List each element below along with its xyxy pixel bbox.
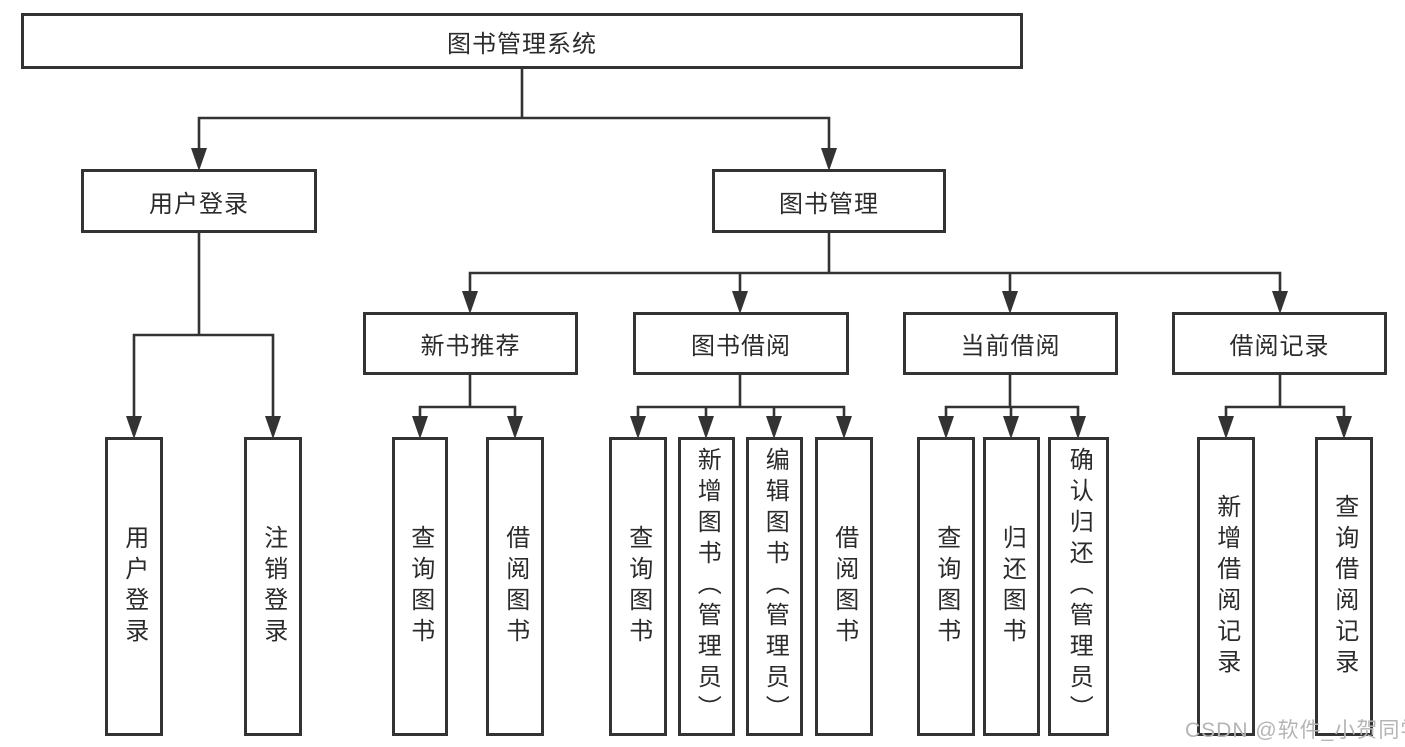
node-label: 新书推荐 [420,333,521,360]
node-label: 注销登录 [259,524,287,649]
node-cb-confirm-return-admin: 确认归还（管理员） [1048,437,1109,736]
node-label: 查询借阅记录 [1330,493,1358,680]
node-cb-query-books: 查询图书 [917,437,975,736]
node-label: 借阅图书 [830,524,858,649]
arrowhead-icon [507,416,523,439]
node-borrowing-records: 借阅记录 [1172,312,1387,375]
connector-user-login [132,231,275,422]
arrowhead-icon [1003,416,1019,439]
node-logout-action: 注销登录 [244,437,302,736]
node-label: 查询图书 [932,524,960,649]
node-label: 归还图书 [998,524,1026,649]
node-label: 借阅记录 [1229,333,1330,360]
connector-book-management [468,231,1282,298]
node-cb-return-books: 归还图书 [983,437,1040,736]
arrowhead-icon [821,148,837,171]
arrowhead-icon [462,291,478,314]
node-library-system: 图书管理系统 [21,13,1023,69]
arrowhead-icon [732,291,748,314]
connector-root [197,67,831,154]
node-label: 查询图书 [624,524,652,649]
node-user-login: 用户登录 [81,169,317,233]
arrowhead-icon [191,148,207,171]
arrowhead-icon [265,416,281,439]
node-label: 确认归还（管理员） [1065,447,1093,726]
node-new-book-recommendation: 新书推荐 [363,312,578,375]
node-label: 图书管理系统 [447,30,597,58]
arrowhead-icon [412,416,428,439]
arrowheads [126,148,1352,439]
arrowhead-icon [1272,291,1288,314]
node-nbr-query-books: 查询图书 [392,437,448,736]
node-nbr-borrow-books: 借阅图书 [486,437,544,736]
arrowhead-icon [630,416,646,439]
node-label: 编辑图书（管理员） [761,447,789,726]
node-label: 图书管理 [779,190,879,218]
node-bb-borrow-books: 借阅图书 [815,437,873,736]
node-label: 用户登录 [120,524,148,649]
node-label: 新增图书（管理员） [693,447,721,726]
node-br-query-record: 查询借阅记录 [1315,437,1373,736]
arrowhead-icon [766,416,782,439]
connector-current-borrowing [944,373,1080,422]
node-label: 借阅图书 [501,524,529,649]
node-br-add-record: 新增借阅记录 [1197,437,1255,736]
node-label: 当前借阅 [960,333,1061,360]
node-current-borrowing: 当前借阅 [903,312,1118,375]
connector-borrowing-records [1224,373,1346,422]
node-label: 用户登录 [149,190,249,218]
node-bb-query-books: 查询图书 [609,437,667,736]
arrowhead-icon [1218,416,1234,439]
arrowhead-icon [126,416,142,439]
connector-book-borrowing [636,373,846,422]
node-book-management: 图书管理 [712,169,946,233]
arrowhead-icon [938,416,954,439]
node-book-borrowing: 图书借阅 [633,312,849,375]
node-bb-add-books-admin: 新增图书（管理员） [678,437,735,736]
csdn-watermark: CSDN @软件_小贺同学 [1185,719,1405,742]
node-label: 新增借阅记录 [1212,493,1240,680]
node-label: 查询图书 [406,524,434,649]
connector-new-book-recommendation [418,373,517,422]
node-label: 图书借阅 [691,333,791,360]
arrowhead-icon [1336,416,1352,439]
arrowhead-icon [1070,416,1086,439]
node-user-login-action: 用户登录 [105,437,163,736]
node-bb-edit-books-admin: 编辑图书（管理员） [746,437,803,736]
arrowhead-icon [698,416,714,439]
arrowhead-icon [1002,291,1018,314]
arrowhead-icon [836,416,852,439]
